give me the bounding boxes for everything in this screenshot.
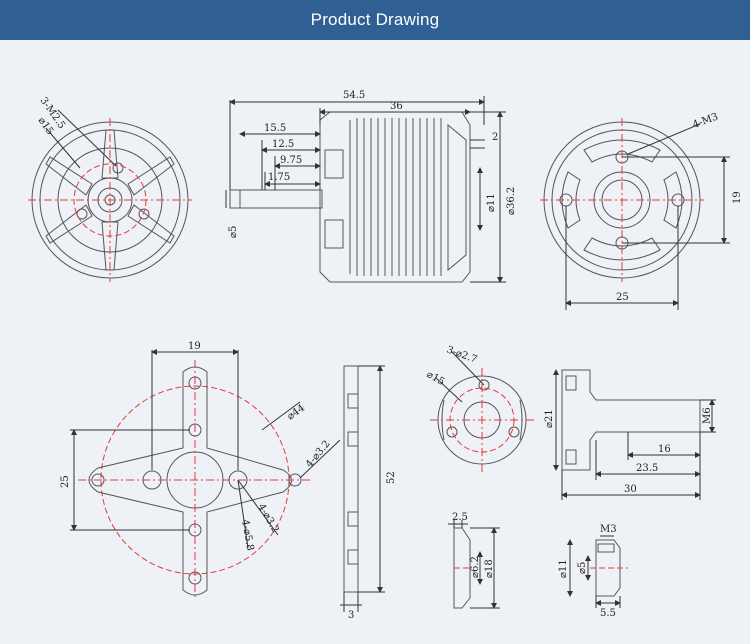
prop-adapter-side (553, 369, 716, 500)
side-fins (349, 118, 442, 276)
shaft-dim-1: 15.5 (264, 123, 286, 134)
overall-length-dim: 54.5 (343, 90, 365, 101)
nut-inner-dim: ⌀5 (577, 562, 588, 574)
plate-width-dim: 19 (188, 341, 201, 352)
drawing-canvas: 3-M2.5 ⌀15 (0, 40, 750, 639)
plate-thickness-dim: 3 (348, 610, 354, 621)
technical-drawing: 3-M2.5 ⌀15 (28, 90, 743, 621)
body-dia-dim: ⌀36.2 (506, 187, 517, 215)
prop-dim-2: 23.5 (636, 463, 658, 474)
header-bar: Product Drawing (0, 0, 750, 40)
prop-adapter-front (430, 351, 534, 472)
prop-dim-3: 30 (624, 484, 637, 495)
washer-inner-dim: ⌀6.2 (470, 556, 481, 578)
flange-dim: 2 (492, 132, 498, 143)
nut-length-dim: 5.5 (600, 608, 616, 619)
prop-pcd-label: ⌀15 (425, 369, 447, 388)
plate-length-dim: 52 (386, 471, 397, 484)
body-length-dim: 36 (390, 101, 403, 112)
plate-outer-holes-label: 4-⌀3.2 (304, 439, 333, 470)
prop-thread-dim: M6 (702, 407, 713, 424)
page-title: Product Drawing (310, 10, 440, 29)
mount-plate (70, 349, 341, 600)
washer-outer-dim: ⌀18 (484, 559, 495, 578)
shaft-dim-3: 9.75 (280, 155, 302, 166)
rear-horizontal-dim: 25 (616, 292, 629, 303)
washer-view (448, 520, 500, 609)
plate-height-dim: 25 (60, 475, 71, 488)
prop-dim-1: 16 (658, 444, 671, 455)
rear-holes-label: 4-M3 (691, 111, 720, 130)
shaft-dim-2: 12.5 (272, 139, 294, 150)
bore-dim: ⌀11 (486, 193, 497, 212)
side-view (225, 96, 506, 283)
prop-dia-dim: ⌀21 (544, 409, 555, 428)
front-spokes (45, 129, 175, 271)
rear-vertical-dim: 19 (732, 191, 743, 204)
shaft-dim-4: 1.75 (268, 172, 290, 183)
washer-thickness-dim: 2.5 (452, 512, 468, 523)
front-view (28, 109, 192, 282)
plate-side-view (340, 365, 385, 612)
rear-view (540, 118, 730, 310)
shaft-dia-dim: ⌀5 (228, 226, 239, 238)
nut-thread-dim: M3 (600, 524, 617, 535)
plate-inner-holes-label: 4-⌀3.2 (255, 502, 280, 535)
nut-outer-dim: ⌀11 (558, 559, 569, 578)
plate-center-holes-label: 4-⌀5.8 (239, 519, 255, 552)
nut-view (567, 535, 628, 608)
plate-circle-dim: ⌀44 (285, 403, 307, 423)
